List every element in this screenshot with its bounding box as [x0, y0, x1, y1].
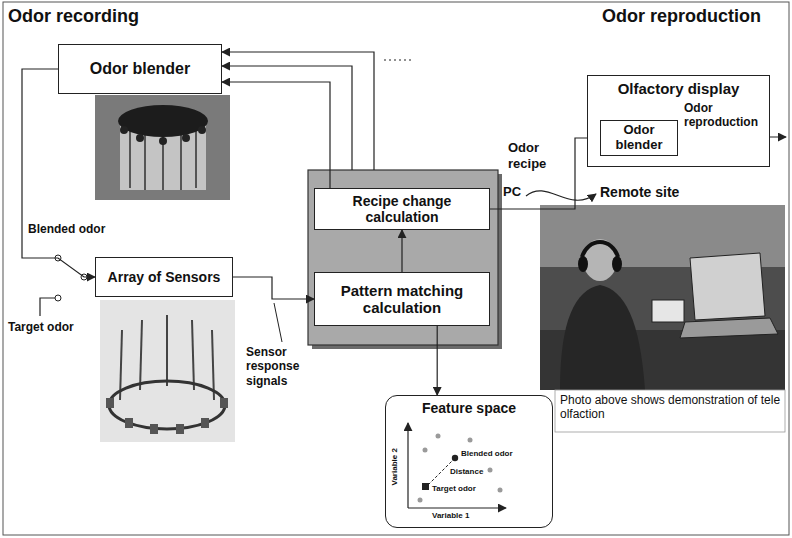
tube — [180, 132, 182, 190]
connector-arrow — [490, 138, 600, 209]
connector-arrow — [437, 326, 438, 395]
olfactory-device — [652, 300, 684, 322]
photo-ground — [100, 300, 235, 442]
calculation-group-box — [308, 170, 498, 345]
point-label: Blended odor — [461, 449, 513, 459]
sensor-cell — [106, 398, 114, 408]
node-text: Feature space — [422, 400, 516, 416]
calculation-box: Recipe change calculation — [314, 188, 490, 230]
caption-box — [555, 390, 785, 432]
valve — [120, 126, 128, 134]
axis-label: Variable 2 — [390, 442, 400, 492]
tube — [144, 132, 146, 190]
valve — [136, 134, 144, 142]
photo-ground — [95, 95, 230, 200]
laptop-keyboard — [680, 318, 778, 338]
node-text: Array of Sensors — [108, 269, 221, 285]
x-axis — [408, 507, 506, 508]
blender-photo — [95, 95, 230, 200]
sensor-rod — [166, 315, 168, 386]
sensor-cell — [220, 398, 228, 408]
tube — [195, 130, 197, 188]
sensor-cell — [125, 418, 133, 428]
blended-odor-point — [452, 455, 458, 461]
sensor-ring — [109, 381, 225, 429]
photo-caption: Photo above shows demonstration of tele … — [560, 393, 782, 422]
valve — [182, 134, 190, 142]
input-label: Blended odor — [28, 222, 105, 236]
person-head — [583, 239, 617, 281]
axis-label: Variable 1 — [432, 511, 469, 521]
data-point — [436, 434, 441, 439]
signal-label: Odor recipe — [508, 140, 560, 171]
node-text: Odor blender — [604, 123, 674, 153]
feature-space-panel: Feature space — [385, 395, 553, 528]
blender-box: Odor blender — [600, 120, 678, 156]
headphone-cup — [612, 256, 622, 272]
headphones — [582, 242, 618, 257]
data-point — [468, 438, 473, 443]
calculation-box: Pattern matching calculation — [314, 272, 490, 326]
blender-lid — [118, 105, 208, 137]
sensor-rod — [192, 320, 194, 390]
headphone-cup — [578, 256, 588, 272]
sensor-array-box: Array of Sensors — [95, 257, 233, 297]
blender-box: Odor blender — [58, 44, 222, 94]
valve — [159, 137, 167, 145]
sensor-cell — [176, 424, 184, 434]
sensor-cell — [150, 424, 158, 434]
laptop-screen — [690, 253, 765, 320]
data-point — [418, 498, 423, 503]
tele-olfaction-photo — [540, 205, 785, 390]
sensor-cell — [201, 418, 209, 428]
tube — [129, 130, 131, 188]
point-label: Distance — [450, 467, 483, 477]
more-lines-dots — [384, 59, 414, 60]
sensor-rod — [140, 320, 142, 390]
signal-label: Sensor response signals — [246, 345, 306, 388]
output-label: Odor reproduction — [684, 101, 768, 130]
node-text: Olfactory display — [618, 80, 740, 97]
photo-ground — [540, 205, 785, 390]
site-label: Remote site — [600, 184, 679, 201]
network-link — [526, 191, 596, 200]
leader-line — [274, 303, 282, 342]
data-point — [498, 488, 503, 493]
feature-space-chart — [408, 423, 506, 508]
point-label: Target odor — [432, 484, 476, 494]
switch-contact — [55, 295, 61, 301]
section-heading: Odor reproduction — [602, 6, 761, 28]
node-text: Recipe change calculation — [321, 193, 483, 225]
figure-frame — [3, 2, 789, 535]
connector-arrow — [222, 82, 330, 188]
node-text: Pattern matching calculation — [321, 282, 483, 317]
data-point — [488, 468, 493, 473]
recipe-line — [222, 52, 374, 170]
valve — [198, 126, 206, 134]
target-odor-wire — [40, 298, 55, 316]
person-body — [560, 285, 645, 390]
target-odor-point — [422, 483, 429, 490]
device-label: PC — [503, 184, 521, 200]
data-point — [423, 448, 428, 453]
node-text: Odor blender — [90, 60, 190, 78]
connector-arrow — [233, 277, 314, 299]
y-axis — [407, 423, 408, 508]
connector-arrow — [22, 69, 95, 277]
input-label: Target odor — [8, 320, 74, 334]
sensor-array-photo — [100, 300, 235, 442]
connector-arrow — [401, 230, 402, 272]
section-heading: Odor recording — [8, 6, 139, 28]
